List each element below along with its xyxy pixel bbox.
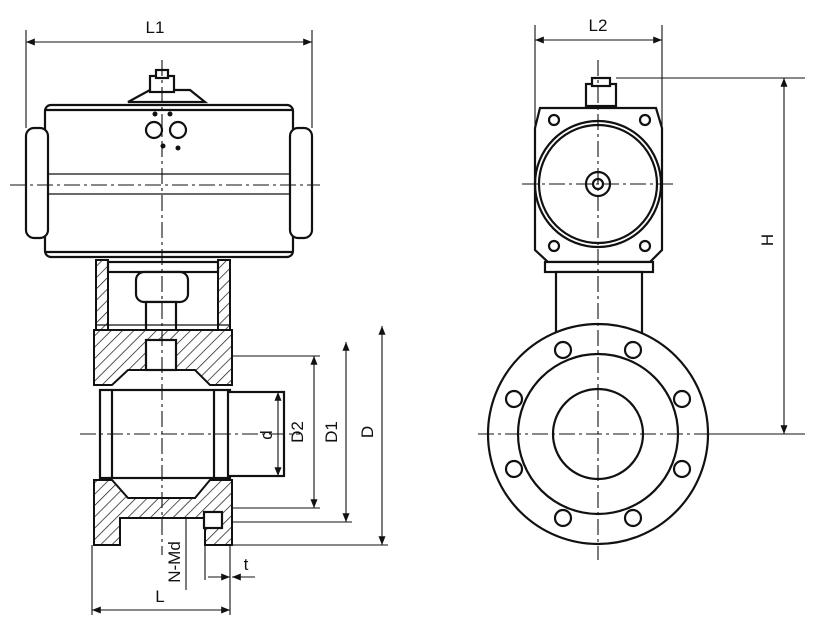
label-d-outer: D — [358, 426, 377, 438]
label-d1: D1 — [322, 421, 341, 443]
label-h: H — [758, 234, 777, 246]
side-view: L2 H — [478, 16, 805, 560]
side-bracket-plate — [543, 260, 655, 274]
front-valve-body — [93, 329, 286, 546]
label-d2: D2 — [288, 421, 307, 443]
front-actuator — [24, 68, 314, 259]
front-view: L1 d D2 D1 D N-Md t L — [10, 18, 388, 615]
label-n-md: N-Md — [165, 541, 184, 583]
label-l2: L2 — [589, 16, 608, 35]
label-l: L — [155, 587, 164, 606]
label-t: t — [244, 555, 249, 574]
label-d: d — [257, 430, 276, 439]
label-l1: L1 — [146, 18, 165, 37]
